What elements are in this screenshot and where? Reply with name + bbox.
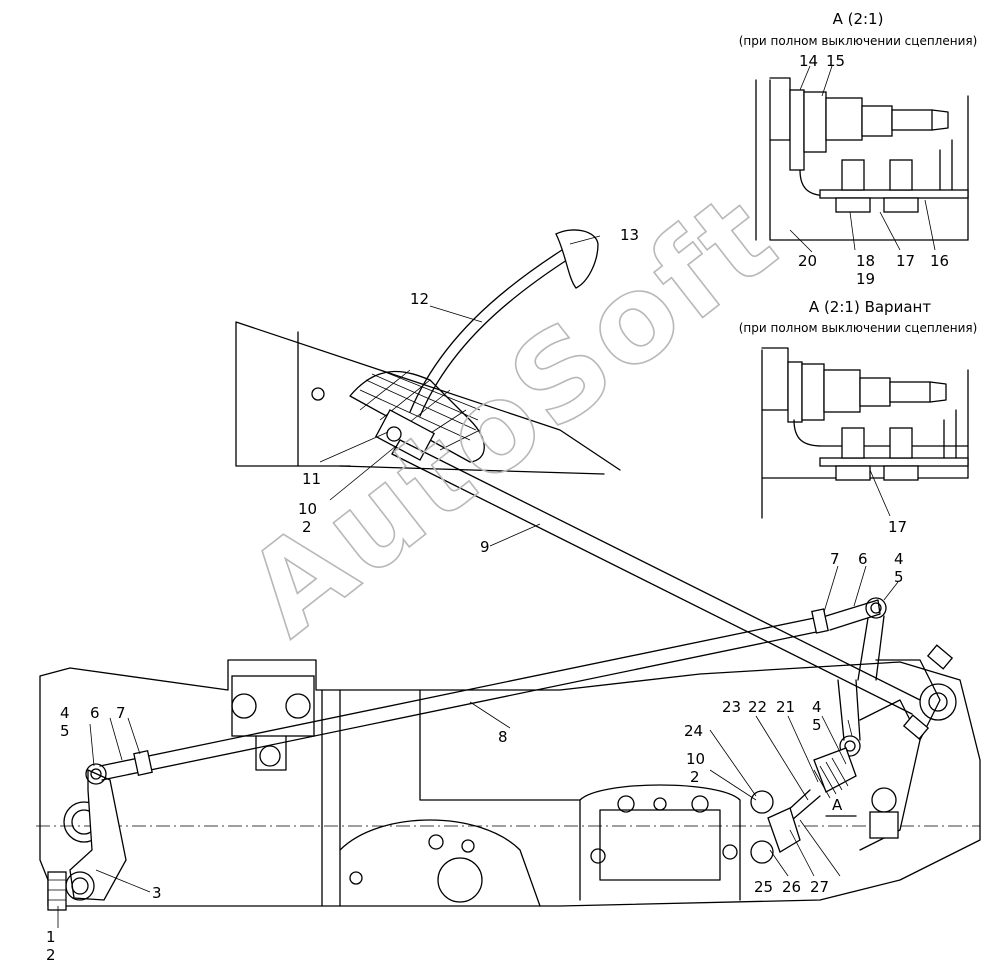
label-13: 13	[620, 226, 639, 244]
pedal-lever	[409, 229, 599, 417]
leader-lines	[57, 235, 899, 928]
detail-a-subtitle: (при полном выключении сцепления)	[739, 34, 978, 48]
pedal-bracket-area	[235, 321, 621, 475]
detail-view-a: А (2:1) (при полном выключении сцепления…	[739, 10, 978, 288]
label-6a: 6	[858, 550, 868, 568]
detail-a-title: А (2:1)	[833, 10, 884, 28]
label-3: 3	[152, 884, 162, 902]
label-1: 1	[46, 928, 56, 946]
rod-9	[391, 439, 921, 715]
detail-variant-subtitle: (при полном выключении сцепления)	[739, 321, 978, 335]
label-18: 18	[856, 252, 875, 270]
label-15: 15	[826, 52, 845, 70]
label-19: 19	[856, 270, 875, 288]
label-26: 26	[782, 878, 801, 896]
label-2a: 2	[302, 518, 312, 536]
watermark: AutoSoft	[222, 166, 803, 663]
release-linkage	[750, 644, 957, 864]
label-4c: 4	[812, 698, 822, 716]
label-9: 9	[480, 538, 490, 556]
label-17a: 17	[896, 252, 915, 270]
label-14: 14	[799, 52, 818, 70]
label-5c: 5	[812, 716, 822, 734]
label-11: 11	[302, 470, 321, 488]
gearbox-housing	[39, 659, 981, 907]
label-22: 22	[748, 698, 767, 716]
label-23: 23	[722, 698, 741, 716]
label-12: 12	[410, 290, 429, 308]
label-5b: 5	[60, 722, 70, 740]
label-17b: 17	[888, 518, 907, 536]
label-25: 25	[754, 878, 773, 896]
label-4b: 4	[60, 704, 70, 722]
lever-3	[47, 763, 127, 911]
label-10b: 10	[686, 750, 705, 768]
label-7b: 7	[116, 704, 126, 722]
label-6b: 6	[90, 704, 100, 722]
label-5a: 5	[894, 568, 904, 586]
label-2c: 2	[690, 768, 700, 786]
callouts: 13 12 11 10 2 9 7 6 4 5 8 4 5 6 7 3 1 2 …	[46, 226, 904, 964]
section-marker-label: А	[832, 796, 843, 814]
detail-variant-title: А (2:1) Вариант	[809, 298, 931, 316]
label-2b: 2	[46, 946, 56, 964]
rod-8	[99, 608, 829, 781]
label-27: 27	[810, 878, 829, 896]
label-4a: 4	[894, 550, 904, 568]
label-21: 21	[776, 698, 795, 716]
section-marker: А	[825, 796, 857, 817]
label-24: 24	[684, 722, 703, 740]
label-20: 20	[798, 252, 817, 270]
lever-6-upper	[825, 597, 887, 681]
label-16: 16	[930, 252, 949, 270]
label-10a: 10	[298, 500, 317, 518]
label-7a: 7	[830, 550, 840, 568]
detail-view-a-variant: А (2:1) Вариант (при полном выключении с…	[739, 298, 978, 536]
label-8: 8	[498, 728, 508, 746]
